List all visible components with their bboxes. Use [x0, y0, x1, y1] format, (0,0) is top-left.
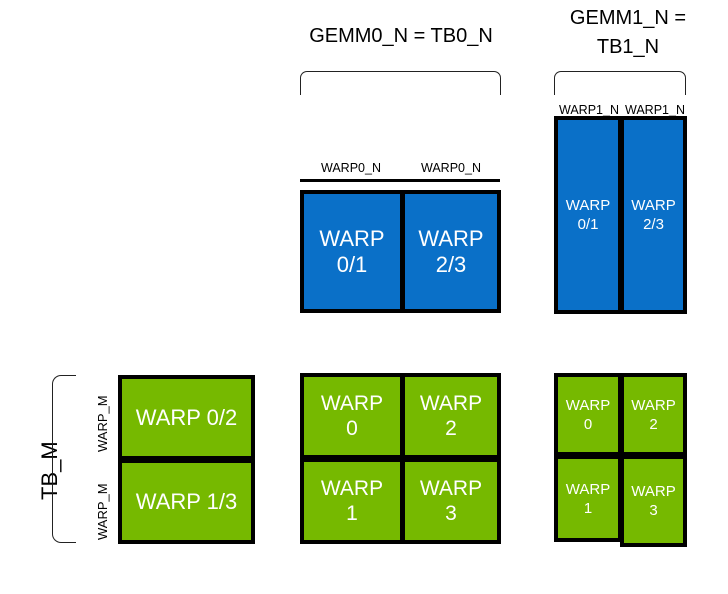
cell-line-2: 2 [649, 415, 658, 433]
cell-line-1: WARP [319, 225, 385, 251]
blue-gemm1-cell-0[interactable]: WARP 0/1 [554, 116, 622, 314]
green-right-cell-3[interactable]: WARP 3 [620, 455, 687, 547]
cell-line-2: 3 [445, 502, 457, 525]
cell-line-1: WARP [565, 480, 611, 498]
cell-line-2: 1 [346, 502, 358, 525]
green-middle-cell-1[interactable]: WARP 2 [401, 373, 501, 459]
cell-line-1: WARP [419, 392, 483, 415]
green-right-cell-1[interactable]: WARP 2 [620, 373, 687, 456]
cell-line-1: WARP [320, 392, 384, 415]
blue-gemm0-cell-1[interactable]: WARP 2/3 [401, 190, 501, 313]
green-left-cell-1[interactable]: WARP 1/3 [118, 459, 255, 544]
warp-m-label-1: WARP_M [95, 483, 110, 540]
cell-line-1: WARP [419, 477, 483, 500]
cell-line-1: WARP [565, 396, 611, 414]
gemm0-col-label-0: WARP0_N [321, 161, 381, 175]
cell-line-1: WARP 0/2 [135, 404, 238, 430]
gemm1-span-bracket [554, 71, 686, 95]
gemm0-col-rule [300, 179, 500, 182]
gemm0-title: GEMM0_N = TB0_N [309, 25, 493, 47]
green-right-cell-2[interactable]: WARP 1 [554, 455, 622, 542]
cell-line-2: 0 [583, 415, 593, 433]
gemm1-col-label-0: WARP1_N [559, 103, 619, 117]
cell-line-2: 1 [583, 499, 593, 517]
cell-line-1: WARP [631, 483, 676, 500]
cell-line-1: WARP [565, 197, 611, 214]
cell-line-1: WARP [320, 477, 384, 500]
warp-m-label-0: WARP_M [95, 395, 110, 452]
blue-gemm0-cell-0[interactable]: WARP 0/1 [300, 190, 404, 313]
green-middle-cell-0[interactable]: WARP 0 [300, 373, 404, 459]
green-right-cell-0[interactable]: WARP 0 [554, 373, 622, 456]
cell-line-2: 2 [445, 417, 457, 440]
blue-gemm1-cell-1[interactable]: WARP 2/3 [620, 116, 687, 314]
cell-line-1: WARP 1/3 [135, 488, 238, 514]
gemm0-span-bracket [300, 71, 501, 95]
gemm1-col-label-1: WARP1_N [625, 103, 685, 117]
cell-line-2: 0/1 [336, 251, 368, 277]
cell-line-2: 0/1 [577, 216, 599, 233]
cell-line-2: 0 [346, 417, 358, 440]
cell-line-1: WARP [631, 396, 676, 414]
cell-line-2: 2/3 [435, 251, 467, 277]
tb-m-bracket [52, 375, 76, 543]
gemm1-title-line1: GEMM1_N = [569, 7, 687, 29]
cell-line-2: 3 [649, 502, 658, 519]
green-left-cell-0[interactable]: WARP 0/2 [118, 375, 255, 460]
cell-line-2: 2/3 [643, 216, 664, 233]
green-middle-cell-2[interactable]: WARP 1 [300, 458, 404, 544]
cell-line-1: WARP [631, 197, 676, 214]
green-middle-cell-3[interactable]: WARP 3 [401, 458, 501, 544]
cell-line-1: WARP [418, 225, 484, 251]
gemm1-title-line2: TB1_N [596, 36, 660, 58]
gemm0-col-label-1: WARP0_N [421, 161, 481, 175]
